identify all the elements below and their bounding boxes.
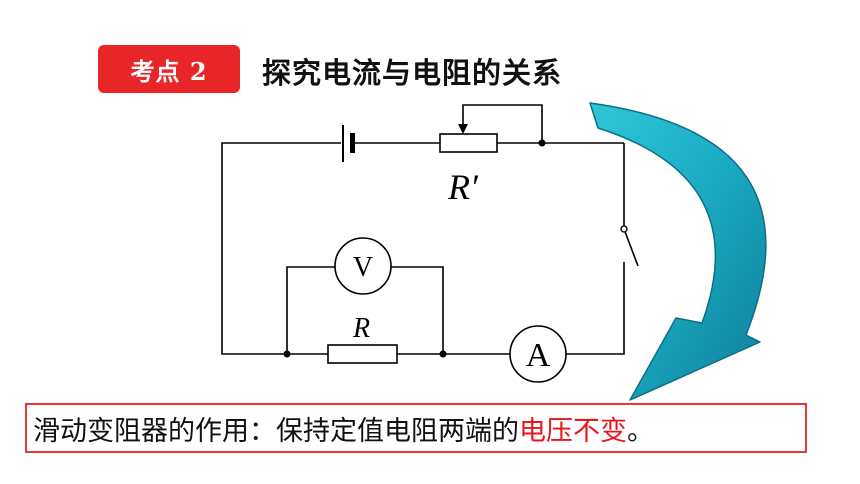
resistor-body (327, 344, 398, 364)
battery-short-plate (350, 133, 355, 153)
switch-blade (623, 228, 639, 267)
resistor-label: R (352, 313, 370, 344)
junction-dot (439, 350, 447, 358)
voltmeter-branch-left (286, 266, 335, 354)
rheostat-slider-wire (462, 104, 543, 143)
rheostat-body (439, 133, 498, 153)
conclusion-end: 。 (627, 415, 654, 447)
switch-pivot (620, 225, 628, 233)
curved-arrow-icon (589, 102, 767, 401)
ammeter-symbol: A (526, 337, 551, 374)
junction-dot (538, 139, 546, 147)
ammeter (509, 325, 567, 383)
voltmeter (334, 237, 392, 295)
wire-top-left (221, 142, 341, 355)
voltmeter-branch-right (391, 266, 444, 354)
conclusion-box: 滑动变阻器的作用：保持定值电阻两端的电压不变。 (25, 403, 807, 453)
voltmeter-symbol: V (353, 252, 373, 283)
rheostat-slider-arrow-icon (458, 124, 468, 134)
wire-right-lower (566, 262, 625, 355)
conclusion-text: 滑动变阻器的作用：保持定值电阻两端的 (33, 415, 519, 447)
page-title: 探究电流与电阻的关系 (262, 56, 563, 90)
rheostat-label: R′ (447, 167, 479, 207)
junction-dot (283, 350, 291, 358)
topic-badge: 考点 2 (98, 45, 240, 93)
conclusion-highlight: 电压不变 (519, 415, 627, 447)
